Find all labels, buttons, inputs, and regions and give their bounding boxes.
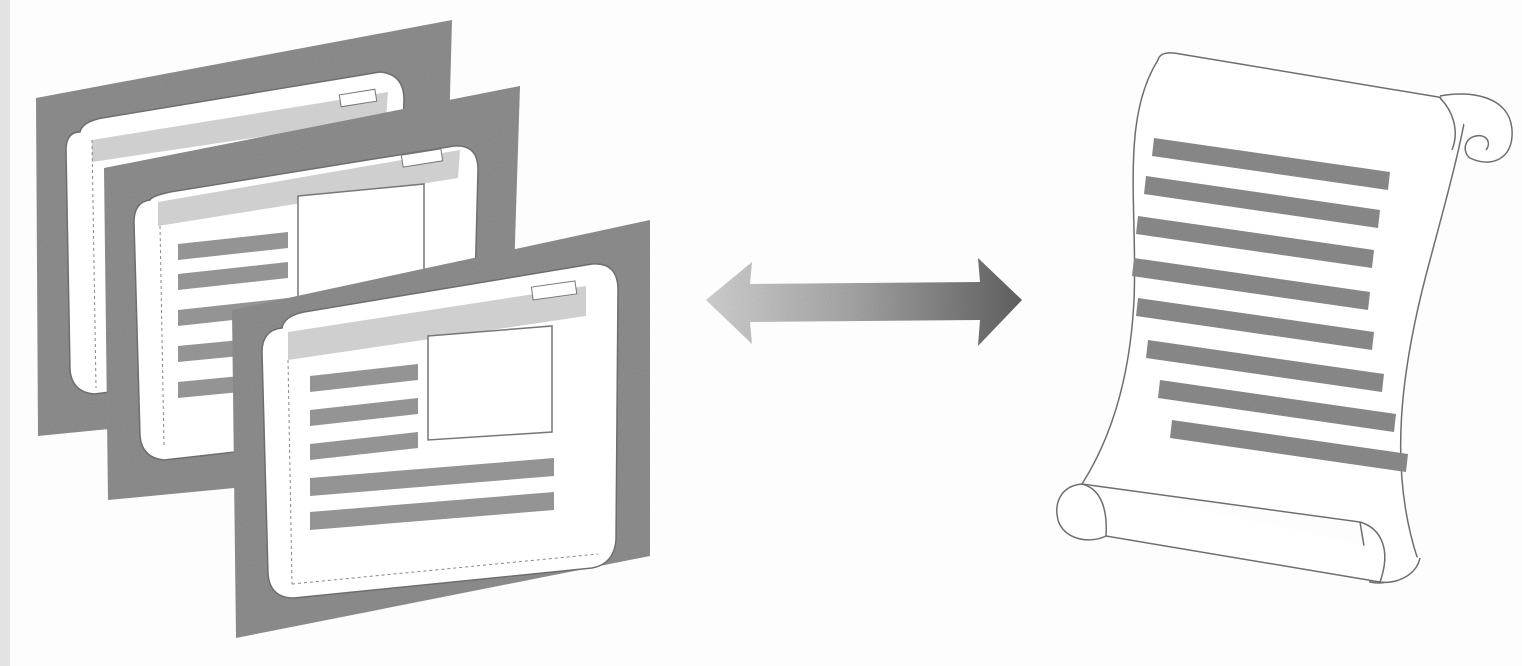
scroll-document-icon	[1057, 53, 1512, 583]
stacked-screens-icon	[36, 20, 650, 638]
double-arrow-icon	[706, 258, 1022, 346]
